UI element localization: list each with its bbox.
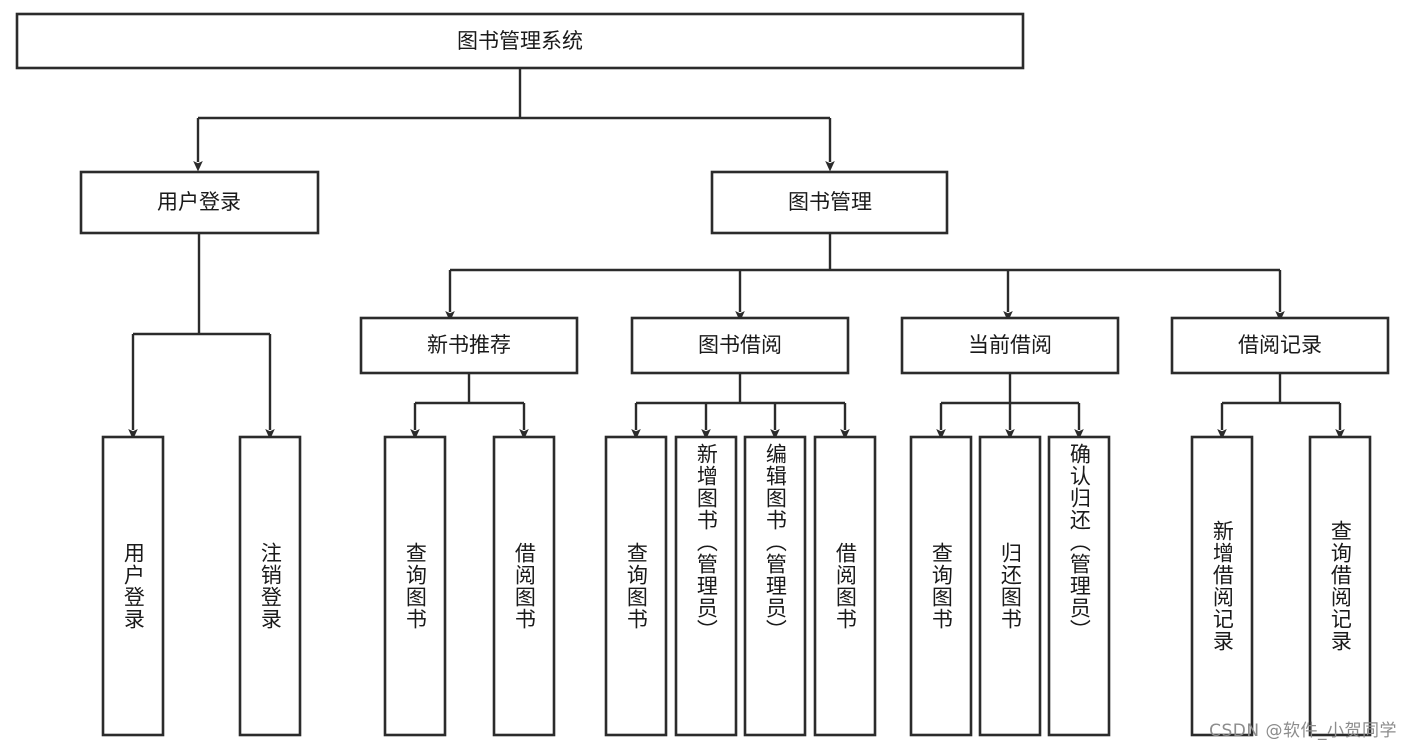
leaf-box-borrow-record-0[interactable] — [1190, 435, 1254, 737]
node-book-borrow-label: 图书借阅 — [698, 333, 782, 357]
node-borrow-record-box[interactable] — [1170, 316, 1390, 375]
leaf-box-book-borrow-2[interactable] — [743, 435, 807, 737]
node-root-label: 图书管理系统 — [457, 29, 583, 53]
node-new-book-recommend-label: 新书推荐 — [427, 333, 511, 357]
watermark-label: CSDN @软件_小贺同学 — [1209, 721, 1397, 741]
leaf-box-current-borrow-2[interactable] — [1047, 435, 1111, 737]
leaf-box-new-book-recommend-1[interactable] — [492, 435, 556, 737]
node-book-manage-label: 图书管理 — [788, 190, 872, 214]
leaf-box-user-login-1[interactable] — [238, 435, 302, 737]
leaf-box-borrow-record-1[interactable] — [1308, 435, 1372, 737]
leaf-box-current-borrow-1[interactable] — [978, 435, 1042, 737]
node-borrow-record-label: 借阅记录 — [1238, 333, 1322, 357]
leaf-box-book-borrow-1[interactable] — [674, 435, 738, 737]
leaf-box-user-login-0[interactable] — [101, 435, 165, 737]
leaf-box-new-book-recommend-0[interactable] — [383, 435, 447, 737]
leaf-box-current-borrow-0[interactable] — [909, 435, 973, 737]
leaf-box-book-borrow-3[interactable] — [813, 435, 877, 737]
node-current-borrow-label: 当前借阅 — [968, 333, 1052, 357]
node-user-login-label: 用户登录 — [157, 190, 241, 214]
node-new-book-recommend-box[interactable] — [359, 316, 579, 375]
node-current-borrow-box[interactable] — [900, 316, 1120, 375]
node-root-box[interactable] — [15, 12, 1025, 70]
leaf-box-book-borrow-0[interactable] — [604, 435, 668, 737]
node-book-manage-box[interactable] — [710, 170, 949, 235]
node-book-borrow-box[interactable] — [630, 316, 850, 375]
